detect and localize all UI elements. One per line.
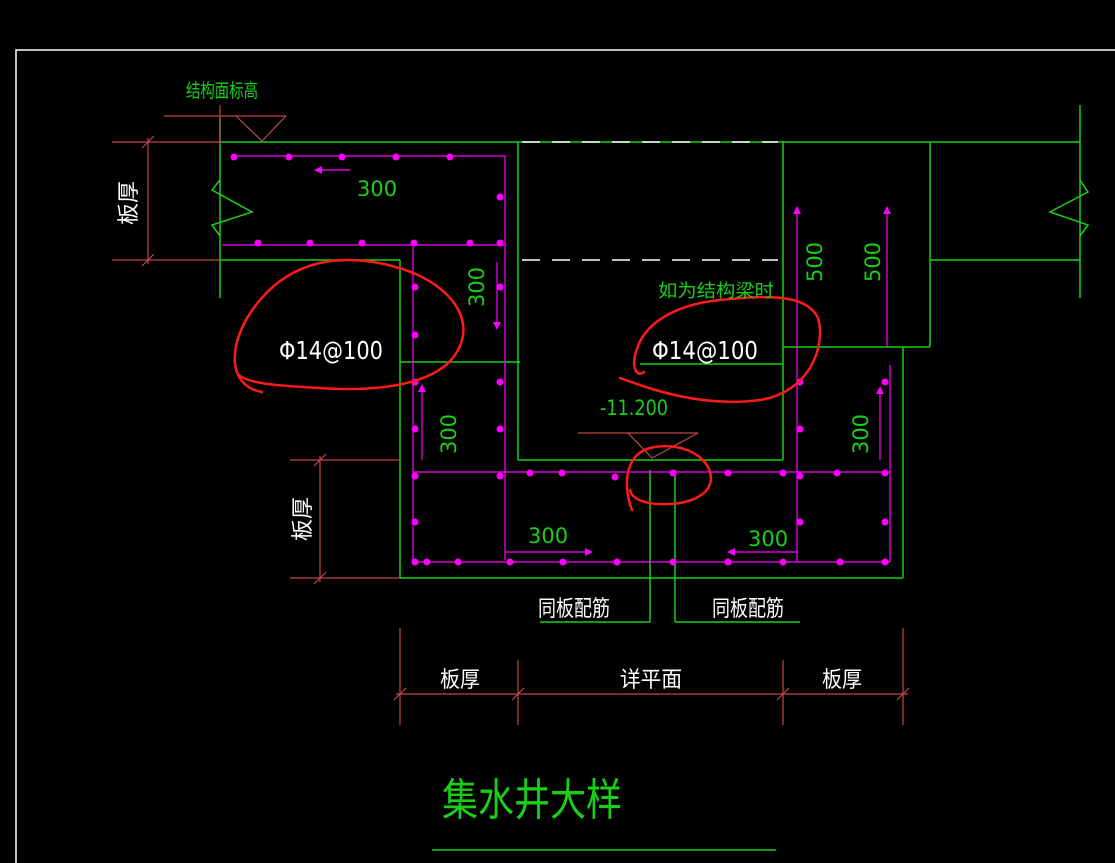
see-plan-label: 详平面 [620, 668, 682, 693]
top-elevation-label: 结构面标高 [186, 80, 258, 102]
beam-dashed-lines [522, 141, 778, 261]
same-as-slab-right: 同板配筋 [712, 597, 784, 622]
slab-thickness-bottom-right: 板厚 [822, 668, 862, 693]
rebar-spec-right: Φ14@100 [652, 336, 758, 365]
beam-note: 如为结构梁时 [658, 281, 774, 302]
dim-300-bottom-left: 300 [528, 524, 568, 548]
rebar-arrowheads [314, 166, 891, 556]
concrete-outline [210, 105, 1090, 851]
slab-thickness-bottom-left: 板厚 [440, 668, 480, 693]
drawing-title: 集水井大样 [442, 775, 622, 826]
rebar-spec-left: Φ14@100 [279, 336, 383, 365]
slab-thickness-label-left: 板厚 [291, 497, 316, 541]
markup-circle-bottom [625, 445, 713, 512]
dim-500-left: 500 [803, 242, 827, 282]
dim-500-right: 500 [861, 242, 885, 282]
dim-300-vertical-right: 300 [849, 414, 873, 454]
markup-circle-right [618, 295, 822, 404]
dimension-lines [112, 105, 910, 725]
markup-circle-left [233, 258, 465, 394]
drawing-frame [15, 49, 1115, 863]
slab-thickness-label-top: 板厚 [117, 181, 142, 225]
markup-circles [233, 258, 822, 512]
same-as-slab-left: 同板配筋 [538, 597, 610, 622]
dim-300-bottom-right: 300 [748, 527, 788, 551]
dim-300-vertical-upper: 300 [465, 267, 489, 307]
dim-300-top: 300 [357, 177, 397, 201]
pit-elevation: -11.200 [600, 396, 668, 420]
dim-300-vertical-left: 300 [437, 414, 461, 454]
rebar-dots [230, 153, 889, 566]
